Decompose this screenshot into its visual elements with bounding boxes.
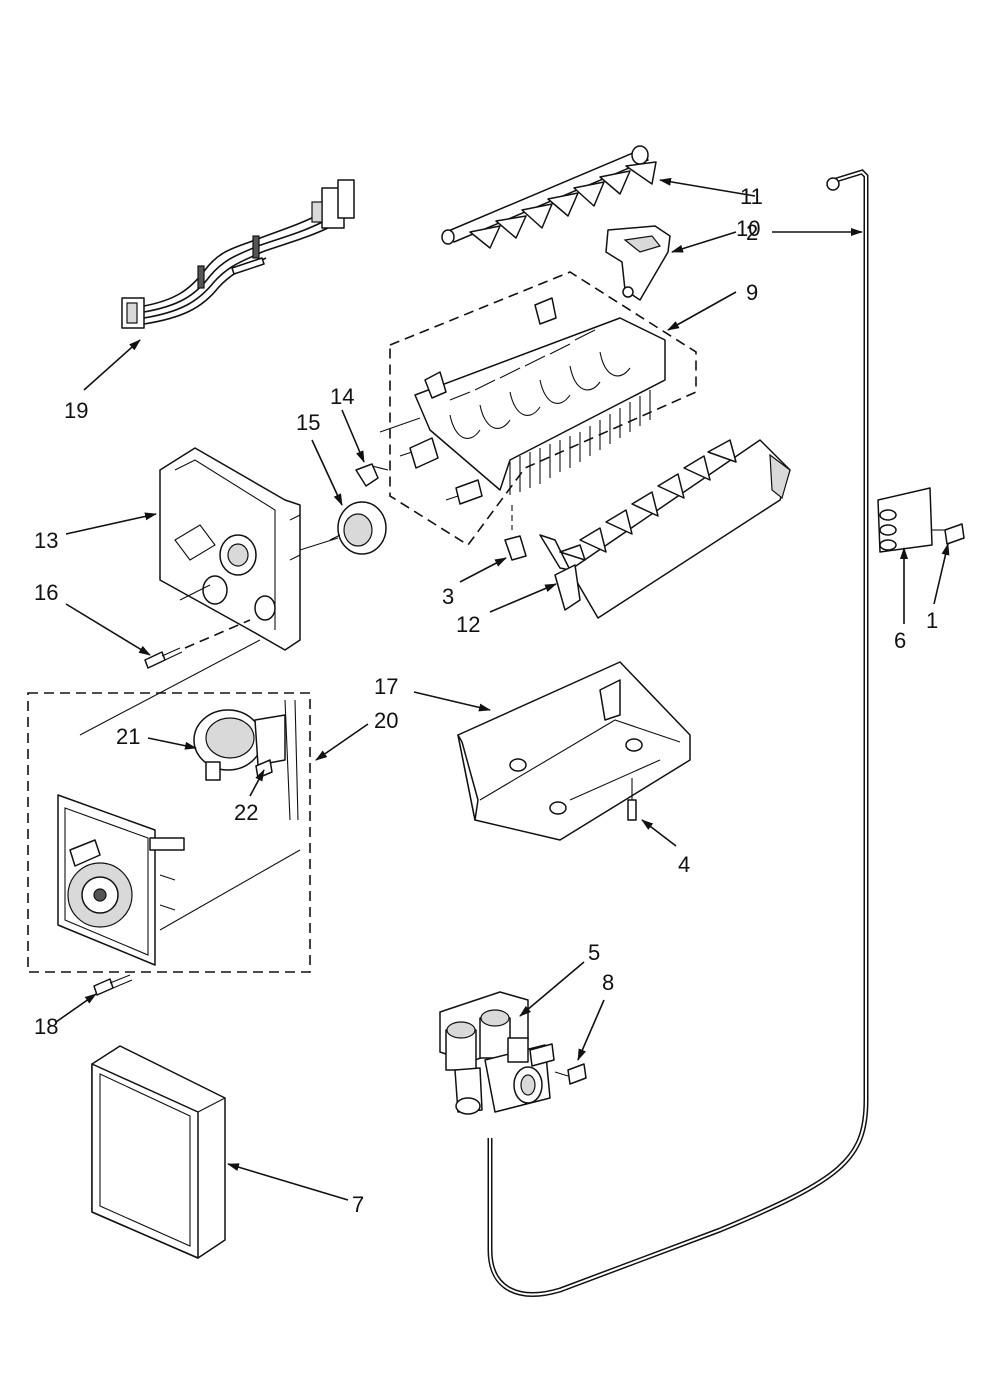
- callout-16: 16: [34, 580, 58, 605]
- screw-18-part: [93, 974, 133, 996]
- tray-part: [457, 661, 691, 841]
- tube-bracket-part: [877, 487, 933, 553]
- fill-tube-part: [487, 169, 869, 1297]
- callout-15: 15: [296, 410, 320, 435]
- cover-part: [539, 439, 791, 619]
- callout-4: 4: [678, 852, 690, 877]
- housing-part: [159, 447, 301, 651]
- thermostat-part: [605, 225, 671, 301]
- callout-3: 3: [442, 584, 454, 609]
- callout-10: 10: [736, 216, 760, 241]
- screw-1-part: [932, 523, 965, 545]
- fill-cup-part: [299, 501, 387, 555]
- callout-6: 6: [894, 628, 906, 653]
- pad-part: [91, 1045, 226, 1259]
- callout-21: 21: [116, 724, 140, 749]
- screw-8-part: [554, 1063, 587, 1085]
- callout-20: 20: [374, 708, 398, 733]
- mold-outline: [389, 271, 697, 547]
- motor-module-outline: [27, 692, 311, 973]
- motor-part: [193, 699, 299, 821]
- callout-14: 14: [330, 384, 354, 409]
- mold-heater-part: [379, 297, 666, 505]
- clip-part: [504, 535, 527, 561]
- wire-harness-part: [121, 179, 355, 329]
- callout-7: 7: [352, 1192, 364, 1217]
- small-clip-part: [355, 463, 389, 487]
- callout-17: 17: [374, 674, 398, 699]
- callout-13: 13: [34, 528, 58, 553]
- module-frame-part: [57, 794, 185, 966]
- callout-5: 5: [588, 940, 600, 965]
- callout-9: 9: [746, 280, 758, 305]
- callout-1: 1: [926, 608, 938, 633]
- callout-labels: 1 2 3 4 5 6 7 8 9 10 11 12 13 14 15 16 1…: [34, 184, 938, 1217]
- callout-22: 22: [234, 800, 258, 825]
- water-valve-part: [439, 991, 555, 1115]
- callout-2: 2: [746, 220, 758, 245]
- ejector-part: [441, 145, 657, 249]
- leader-lines: [55, 177, 950, 1201]
- callout-8: 8: [602, 970, 614, 995]
- callout-18: 18: [34, 1014, 58, 1039]
- screw-16-part: [144, 619, 251, 669]
- callout-11: 11: [740, 184, 763, 209]
- callout-12: 12: [456, 612, 480, 637]
- callout-19: 19: [64, 398, 88, 423]
- screw-4-part: [627, 778, 637, 821]
